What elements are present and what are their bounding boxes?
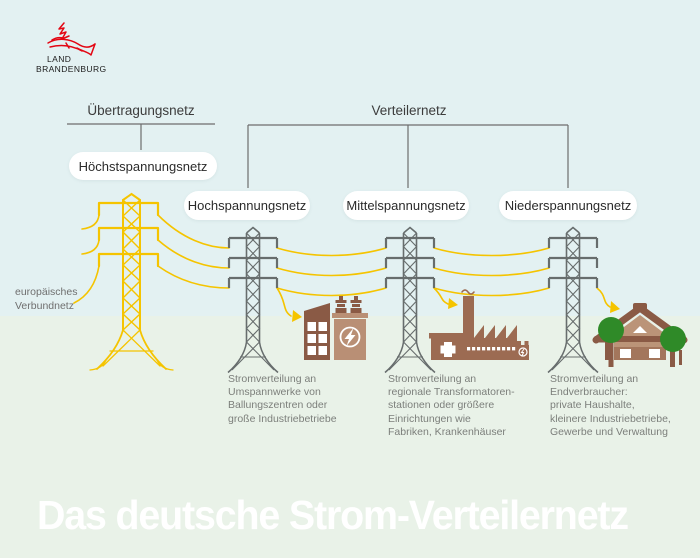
- gray-pylon-icon: [383, 226, 437, 374]
- bracket-distribution: [247, 124, 569, 188]
- tree-icon: [660, 326, 686, 352]
- description-niederspannung: Stromverteilung an Endverbraucher: priva…: [550, 373, 671, 438]
- brandenburg-eagle-icon: [47, 22, 96, 56]
- bracket-transmission: [67, 123, 215, 150]
- page-title: Das deutsche Strom-Verteilernetz: [37, 492, 629, 538]
- description-mittelspannung: Stromverteilung an regionale Transformat…: [388, 373, 515, 438]
- pill-niederspannungsnetz: Niederspannungsnetz: [499, 191, 637, 220]
- yellow-pylon-icon: [89, 192, 174, 371]
- gray-pylon-icon: [546, 226, 600, 374]
- house-with-trees-icon: [592, 303, 688, 367]
- tree-icon: [598, 317, 624, 343]
- factory-hospital-icon: [429, 289, 529, 360]
- label-european-grid: europäisches Verbundnetz: [15, 286, 78, 312]
- chimney-smoke-icon: [461, 289, 475, 295]
- description-hochspannung: Stromverteilung an Umspannwerke von Ball…: [228, 373, 337, 425]
- yellow-arrow-icon: [276, 287, 620, 322]
- label-uebertragungsnetz: Übertragungsnetz: [87, 103, 195, 118]
- logo-text-land: LAND: [47, 54, 72, 64]
- pill-hoechstspannungsnetz: Höchstspannungsnetz: [69, 152, 217, 180]
- power-lines: [73, 214, 550, 304]
- pill-hochspannungsnetz: Hochspannungsnetz: [184, 191, 310, 220]
- logo-text-brandenburg: BRANDENBURG: [36, 64, 107, 74]
- pill-mittelspannungsnetz: Mittelspannungsnetz: [343, 191, 469, 220]
- transformer-station-icon: [304, 296, 368, 360]
- label-verteilernetz: Verteilernetz: [371, 103, 447, 118]
- gray-pylon-icon: [226, 226, 280, 374]
